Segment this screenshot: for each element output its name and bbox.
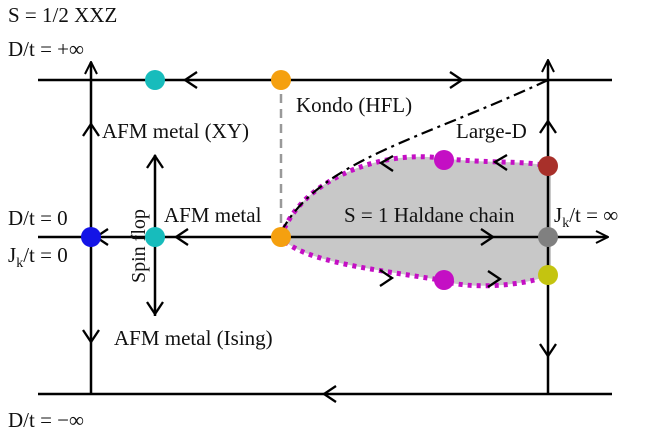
label-bottom-d: D/t = −∞: [8, 408, 84, 432]
flow-arrow-top-left: [182, 71, 198, 89]
fixed-point-magenta-top: [434, 150, 454, 170]
flow-arrow-left-down: [82, 329, 100, 345]
flow-arrow-mid-haldane: [480, 228, 496, 246]
label-spin-flop: Spin flop: [128, 209, 150, 283]
flow-arrow-right-down: [539, 343, 557, 359]
fixed-point-orange-top: [271, 70, 291, 90]
flow-arrow-haldane-top: [492, 154, 508, 171]
flow-arrow-top-right: [449, 71, 465, 89]
fixed-point-cyan-mid: [145, 227, 165, 247]
label-left-d: D/t = 0: [8, 206, 68, 230]
fixed-point-olive: [538, 265, 558, 285]
label-kondo: Kondo (HFL): [296, 93, 412, 117]
label-left-j: Jk/t = 0: [8, 243, 68, 271]
label-afm-metal: AFM metal: [164, 203, 262, 227]
label-afm-ising: AFM metal (Ising): [114, 326, 273, 350]
flow-arrow-right-up: [539, 118, 557, 134]
flow-arrow-haldane-bottom: [379, 269, 395, 287]
flow-arrow-mid-afm: [173, 228, 189, 246]
label-large-d: Large-D: [456, 119, 527, 143]
label-top-d: D/t = +∞: [8, 37, 84, 61]
label-right-j: Jk/t = ∞: [554, 203, 618, 231]
fixed-point-darkred: [538, 156, 558, 176]
dash-dot-curve: [280, 79, 549, 233]
flow-arrow-spin-up: [146, 153, 164, 169]
fixed-point-gray: [538, 227, 558, 247]
flow-arrow-left-up: [82, 121, 100, 137]
fixed-point-magenta-bottom: [434, 270, 454, 290]
fixed-point-orange-mid: [271, 227, 291, 247]
flow-arrow-haldane-bottom-right: [487, 270, 503, 288]
flow-arrow-spin-down: [146, 301, 164, 317]
label-top-spin: S = 1/2 XXZ: [8, 3, 117, 27]
fixed-point-blue: [81, 227, 101, 247]
label-haldane: S = 1 Haldane chain: [344, 203, 515, 227]
fixed-point-cyan-top: [145, 70, 165, 90]
flow-arrow-bottom: [321, 385, 337, 403]
label-afm-xy: AFM metal (XY): [102, 119, 249, 143]
flow-arrow-haldane-top-left: [378, 155, 394, 172]
